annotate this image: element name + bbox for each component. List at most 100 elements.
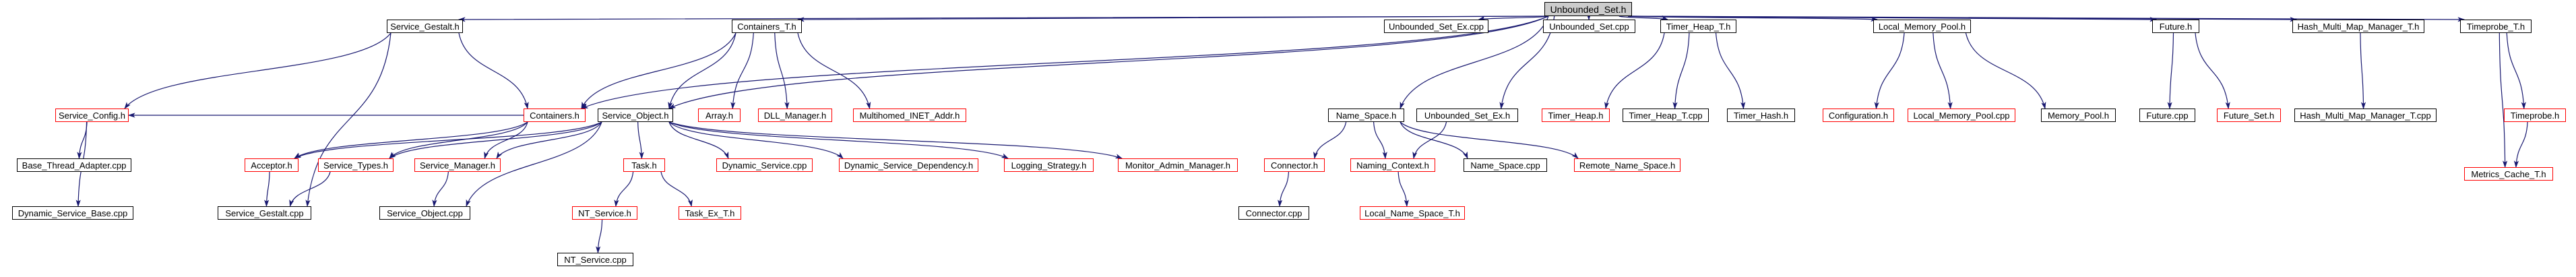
graph-edge: [596, 219, 603, 254]
graph-node-nt_service_h[interactable]: NT_Service.h: [572, 206, 637, 220]
graph-node-local_name_space_t_h[interactable]: Local_Name_Space_T.h: [1360, 206, 1465, 220]
graph-node-future_set_h[interactable]: Future_Set.h: [2217, 109, 2281, 122]
graph-node-label: Service_Types.h: [323, 160, 389, 171]
graph-node-label: Memory_Pool.h: [2047, 110, 2110, 121]
graph-node-unbounded_set_ex_cpp[interactable]: Unbounded_Set_Ex.cpp: [1384, 20, 1488, 33]
graph-edge: [668, 32, 736, 110]
graph-node-remote_name_space_h[interactable]: Remote_Name_Space.h: [1574, 158, 1680, 172]
graph-node-name_space_cpp[interactable]: Name_Space.cpp: [1464, 158, 1547, 172]
graph-node-service_object_cpp[interactable]: Service_Object.cpp: [379, 206, 470, 220]
graph-edge: [458, 32, 529, 110]
graph-node-memory_pool_h[interactable]: Memory_Pool.h: [2041, 109, 2116, 122]
graph-node-label: Dynamic_Service_Dependency.h: [844, 160, 974, 171]
graph-node-label: Unbounded_Set_Ex.h: [1424, 110, 1511, 121]
graph-node-timeprobe_t_h[interactable]: Timeprobe_T.h: [2460, 20, 2532, 33]
graph-node-label: DLL_Manager.h: [763, 110, 827, 121]
graph-node-label: Timer_Hash.h: [1733, 110, 1789, 121]
graph-node-connector_h[interactable]: Connector.h: [1264, 158, 1325, 172]
graph-node-hash_multi_map_manager_t_h[interactable]: Hash_Multi_Map_Manager_T.h: [2292, 20, 2424, 33]
graph-node-dynamic_service_cpp[interactable]: Dynamic_Service.cpp: [716, 158, 813, 172]
graph-edge: [1604, 32, 1665, 110]
graph-node-unbounded_set_ex_h[interactable]: Unbounded_Set_Ex.h: [1416, 109, 1518, 122]
graph-node-dynamic_service_base_cpp[interactable]: Dynamic_Service_Base.cpp: [12, 206, 133, 220]
graph-edge: [2506, 32, 2526, 110]
graph-edge: [660, 171, 693, 208]
graph-node-label: Logging_Strategy.h: [1011, 160, 1087, 171]
graph-node-service_types_h[interactable]: Service_Types.h: [318, 158, 394, 172]
graph-edge: [1933, 32, 1953, 110]
graph-node-label: Dynamic_Service.cpp: [722, 160, 807, 171]
graph-node-metrics_cache_t_h[interactable]: Metrics_Cache_T.h: [2464, 167, 2553, 181]
graph-node-local_memory_pool_h[interactable]: Local_Memory_Pool.h: [1873, 20, 1971, 33]
graph-node-label: Acceptor.h: [251, 160, 292, 171]
graph-node-connector_cpp[interactable]: Connector.cpp: [1238, 206, 1309, 220]
graph-node-label: Timeprobe_T.h: [2466, 21, 2525, 32]
graph-node-acceptor_h[interactable]: Acceptor.h: [245, 158, 299, 172]
graph-node-label: Local_Name_Space_T.h: [1364, 208, 1460, 218]
graph-edge: [1478, 16, 1549, 21]
graph-edge: [668, 121, 1009, 159]
graph-node-timer_heap_t_h[interactable]: Timer_Heap_T.h: [1660, 20, 1736, 33]
graph-node-label: Task_Ex_T.h: [685, 208, 735, 218]
graph-node-label: Local_Memory_Pool.h: [1878, 21, 1966, 32]
graph-edge: [389, 121, 528, 159]
graph-node-task_ex_t_h[interactable]: Task_Ex_T.h: [679, 206, 741, 220]
graph-node-label: Connector.cpp: [1245, 208, 1302, 218]
graph-node-service_manager_h[interactable]: Service_Manager.h: [414, 158, 501, 172]
graph-node-label: Containers_T.h: [737, 21, 796, 32]
graph-node-task_h[interactable]: Task.h: [623, 158, 665, 172]
graph-node-label: Base_Thread_Adapter.cpp: [22, 160, 127, 171]
graph-node-service_gestalt_cpp[interactable]: Service_Gestalt.cpp: [218, 206, 311, 220]
graph-node-logging_strategy_h[interactable]: Logging_Strategy.h: [1004, 158, 1094, 172]
graph-node-label: Unbounded_Set.cpp: [1549, 21, 1629, 32]
graph-node-array_h[interactable]: Array.h: [698, 109, 741, 122]
graph-node-label: Timer_Heap_T.h: [1666, 21, 1731, 32]
graph-node-name_space_h[interactable]: Name_Space.h: [1328, 109, 1404, 122]
graph-node-label: Future.h: [2159, 21, 2193, 32]
graph-node-label: Metrics_Cache_T.h: [2471, 168, 2546, 179]
graph-node-containers_t_h[interactable]: Containers_T.h: [732, 20, 802, 33]
graph-edge: [124, 32, 391, 109]
graph-node-base_thread_adapter_cpp[interactable]: Base_Thread_Adapter.cpp: [17, 158, 131, 172]
graph-node-label: Name_Space.cpp: [1470, 160, 1540, 171]
graph-node-dll_manager_h[interactable]: DLL_Manager.h: [758, 109, 832, 122]
graph-node-containers_h[interactable]: Containers.h: [524, 109, 586, 122]
graph-node-label: Timer_Heap.h: [1548, 110, 1604, 121]
graph-edge: [77, 121, 88, 160]
graph-edge: [1400, 121, 1468, 160]
graph-node-future_h[interactable]: Future.h: [2152, 20, 2199, 33]
graph-node-unbounded_set_cpp[interactable]: Unbounded_Set.cpp: [1543, 20, 1635, 33]
graph-node-timer_hash_h[interactable]: Timer_Hash.h: [1727, 109, 1795, 122]
graph-node-monitor_admin_manager_h[interactable]: Monitor_Admin_Manager.h: [1118, 158, 1238, 172]
graph-node-configuration_h[interactable]: Configuration.h: [1823, 109, 1894, 122]
graph-edge: [2499, 32, 2508, 168]
graph-node-timer_heap_h[interactable]: Timer_Heap.h: [1542, 109, 1610, 122]
graph-node-service_gestalt_h[interactable]: Service_Gestalt.h: [387, 20, 463, 33]
graph-node-dynamic_service_dependency_h[interactable]: Dynamic_Service_Dependency.h: [839, 158, 978, 172]
graph-node-label: Service_Gestalt.cpp: [225, 208, 304, 218]
graph-edge: [1313, 121, 1347, 160]
graph-edge: [1874, 32, 1905, 110]
graph-node-label: Future_Set.h: [2223, 110, 2275, 121]
graph-node-service_config_h[interactable]: Service_Config.h: [55, 109, 129, 122]
graph-node-multihomed_inet_addr_h[interactable]: Multihomed_INET_Addr.h: [853, 109, 966, 122]
graph-edge: [1400, 121, 1579, 159]
graph-node-timer_heap_t_cpp[interactable]: Timer_Heap_T.cpp: [1623, 109, 1709, 122]
graph-node-hash_multi_map_manager_t_cpp[interactable]: Hash_Multi_Map_Manager_T.cpp: [2294, 109, 2437, 122]
graph-node-label: Service_Gestalt.h: [390, 21, 460, 32]
graph-node-future_cpp[interactable]: Future.cpp: [2139, 109, 2195, 122]
graph-node-label: Connector.h: [1270, 160, 1319, 171]
graph-edge: [2195, 32, 2230, 110]
graph-node-local_memory_pool_cpp[interactable]: Local_Memory_Pool.cpp: [1908, 109, 2015, 122]
graph-node-label: Future.cpp: [2146, 110, 2189, 121]
graph-node-service_object_h[interactable]: Service_Object.h: [598, 109, 673, 122]
graph-node-timeprobe_h[interactable]: Timeprobe.h: [2504, 109, 2566, 122]
graph-edge: [294, 121, 528, 159]
graph-edge: [581, 32, 736, 110]
graph-node-label: Remote_Name_Space.h: [1579, 160, 1676, 171]
graph-edge: [614, 171, 634, 208]
graph-node-naming_context_h[interactable]: Naming_Context.h: [1350, 158, 1435, 172]
graph-node-unbounded_set_h[interactable]: Unbounded_Set.h: [1544, 2, 1632, 16]
graph-node-nt_service_cpp[interactable]: NT_Service.cpp: [557, 253, 633, 266]
graph-node-label: Multihomed_INET_Addr.h: [859, 110, 960, 121]
